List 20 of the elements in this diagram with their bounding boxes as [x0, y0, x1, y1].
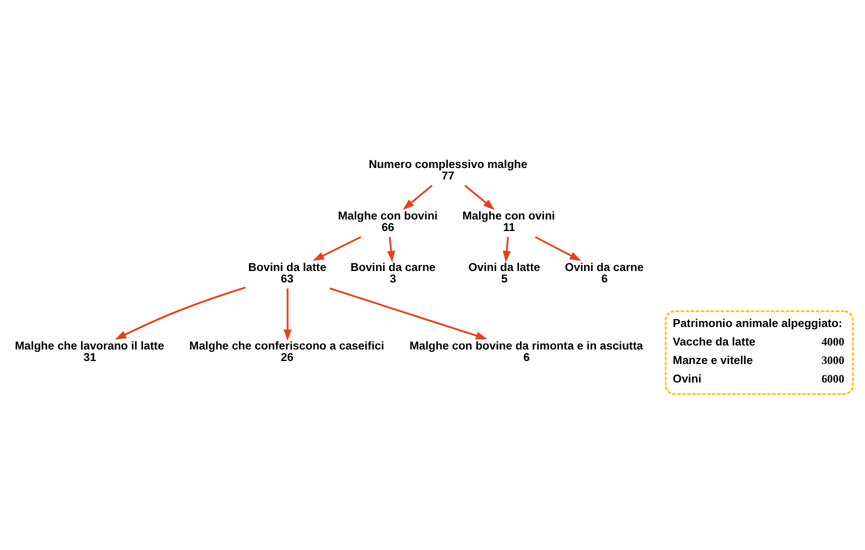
- arrow: [464, 184, 495, 210]
- arrow: [502, 236, 511, 262]
- arrow: [114, 286, 246, 340]
- node-text: Bovini da carne 3: [350, 262, 436, 286]
- arrow: [284, 288, 292, 340]
- node-text: Malghe con bovini 66: [338, 210, 438, 234]
- node-text: Malghe con ovini 11: [462, 210, 555, 234]
- arrow: [330, 287, 488, 339]
- node-box: Patrimonio animale alpeggiato: Vacche da latte 4000 Manze e vitelle 3000 Ovini 6000: [664, 310, 854, 395]
- node-text: Malghe che lavorano il latte 31: [14, 340, 164, 364]
- node-text: Ovini da latte 5: [468, 262, 540, 286]
- arrow: [387, 236, 396, 262]
- arrow: [402, 184, 433, 210]
- arrow: [534, 236, 582, 260]
- node-text: Malghe che conferiscono a caseifici 26: [189, 340, 384, 364]
- node-text: Malghe con bovine da rimonta e in asciutta 6: [409, 340, 644, 364]
- node-text: Ovini da carne 6: [564, 262, 644, 286]
- arrow: [312, 236, 362, 260]
- node-text: Numero complessivo malghe 77: [368, 158, 528, 182]
- node-text: Bovini da latte 63: [248, 262, 326, 286]
